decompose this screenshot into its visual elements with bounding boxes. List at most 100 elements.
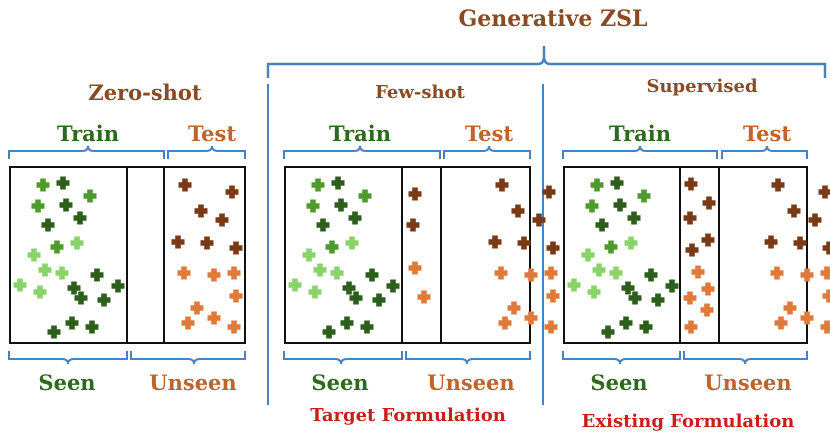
- sample-plus-marker: [590, 178, 604, 192]
- sample-plus-marker: [613, 198, 627, 212]
- sample-plus-marker: [31, 199, 45, 213]
- seen-label: Seen: [38, 370, 95, 395]
- sample-plus-marker: [97, 293, 111, 307]
- test-label: Test: [743, 121, 791, 146]
- sample-plus-marker: [610, 176, 624, 190]
- sample-plus-marker: [604, 240, 618, 254]
- sample-plus-marker: [822, 289, 830, 303]
- sample-plus-marker: [644, 268, 658, 282]
- sample-plus-marker: [628, 291, 642, 305]
- generative-zsl-title: Generative ZSL: [459, 6, 648, 32]
- sample-plus-marker: [683, 211, 697, 225]
- sample-markers: [13, 176, 243, 339]
- data-box: [563, 166, 808, 344]
- sample-plus-marker: [47, 325, 61, 339]
- sample-plus-marker: [90, 268, 104, 282]
- sample-plus-marker: [85, 320, 99, 334]
- test-label: Test: [465, 121, 513, 146]
- sample-plus-marker: [787, 204, 801, 218]
- panel-title: Zero-shot: [88, 80, 202, 105]
- sample-plus-marker: [494, 266, 508, 280]
- sample-plus-marker: [313, 263, 327, 277]
- sample-plus-marker: [372, 293, 386, 307]
- sample-plus-marker: [38, 263, 52, 277]
- sample-plus-marker: [498, 316, 512, 330]
- target-formulation-caption: Target Formulation: [310, 405, 506, 426]
- sample-plus-marker: [701, 233, 715, 247]
- sample-plus-marker: [306, 199, 320, 213]
- sample-plus-marker: [621, 281, 635, 295]
- sample-plus-marker: [406, 218, 420, 232]
- sample-plus-marker: [624, 236, 638, 250]
- sample-plus-marker: [683, 291, 697, 305]
- sample-plus-marker: [567, 278, 581, 292]
- train-label: Train: [609, 121, 671, 146]
- sample-plus-marker: [820, 320, 830, 334]
- sample-plus-marker: [651, 293, 665, 307]
- sample-plus-marker: [517, 236, 531, 250]
- sample-plus-marker: [288, 278, 302, 292]
- sample-plus-marker: [800, 311, 814, 325]
- sample-plus-marker: [56, 176, 70, 190]
- sample-plus-marker: [770, 266, 784, 280]
- sample-plus-marker: [639, 320, 653, 334]
- sample-plus-marker: [348, 211, 362, 225]
- sample-plus-marker: [330, 266, 344, 280]
- sample-plus-marker: [637, 189, 651, 203]
- sample-plus-marker: [358, 189, 372, 203]
- sample-plus-marker: [325, 240, 339, 254]
- sample-plus-marker: [783, 301, 797, 315]
- sample-plus-marker: [349, 291, 363, 305]
- sample-plus-marker: [488, 235, 502, 249]
- sample-plus-marker: [581, 248, 595, 262]
- sample-plus-marker: [595, 218, 609, 232]
- train-brace: [283, 145, 441, 159]
- sample-plus-marker: [542, 185, 556, 199]
- sample-plus-marker: [225, 185, 239, 199]
- sample-plus-marker: [311, 178, 325, 192]
- sample-plus-marker: [308, 285, 322, 299]
- sample-plus-marker: [36, 178, 50, 192]
- sample-markers: [567, 176, 830, 339]
- sample-plus-marker: [59, 198, 73, 212]
- sample-plus-marker: [200, 236, 214, 250]
- sample-plus-marker: [684, 320, 698, 334]
- sample-plus-marker: [544, 266, 558, 280]
- sample-plus-marker: [691, 265, 705, 279]
- sample-plus-marker: [227, 266, 241, 280]
- sample-plus-marker: [340, 316, 354, 330]
- generative-zsl-brace: [266, 46, 827, 78]
- sample-plus-marker: [229, 289, 243, 303]
- train-brace: [8, 145, 165, 159]
- train-label: Train: [57, 121, 119, 146]
- panel-zero-shot: Zero-shot Train Test Seen Unseen: [8, 80, 246, 395]
- panel-title: Few-shot: [375, 82, 465, 103]
- sample-plus-marker: [65, 316, 79, 330]
- seen-brace: [283, 351, 403, 365]
- sample-plus-marker: [524, 268, 538, 282]
- seen-brace: [562, 351, 681, 365]
- sample-plus-marker: [181, 316, 195, 330]
- existing-formulation-caption: Existing Formulation: [582, 411, 795, 432]
- sample-plus-marker: [546, 289, 560, 303]
- sample-plus-marker: [50, 240, 64, 254]
- unseen-brace: [130, 351, 246, 365]
- sample-plus-marker: [27, 248, 41, 262]
- sample-plus-marker: [685, 243, 699, 257]
- sample-plus-marker: [627, 211, 641, 225]
- sample-plus-marker: [302, 248, 316, 262]
- sample-plus-marker: [342, 281, 356, 295]
- sample-plus-marker: [601, 325, 615, 339]
- sample-plus-marker: [585, 199, 599, 213]
- seen-brace: [8, 351, 128, 365]
- sample-plus-marker: [73, 211, 87, 225]
- sample-plus-marker: [700, 303, 714, 317]
- sample-plus-marker: [229, 241, 243, 255]
- sample-plus-marker: [546, 241, 560, 255]
- sample-plus-marker: [822, 241, 830, 255]
- sample-plus-marker: [764, 235, 778, 249]
- sample-plus-marker: [227, 320, 241, 334]
- sample-plus-marker: [665, 279, 679, 293]
- train-brace: [562, 145, 718, 159]
